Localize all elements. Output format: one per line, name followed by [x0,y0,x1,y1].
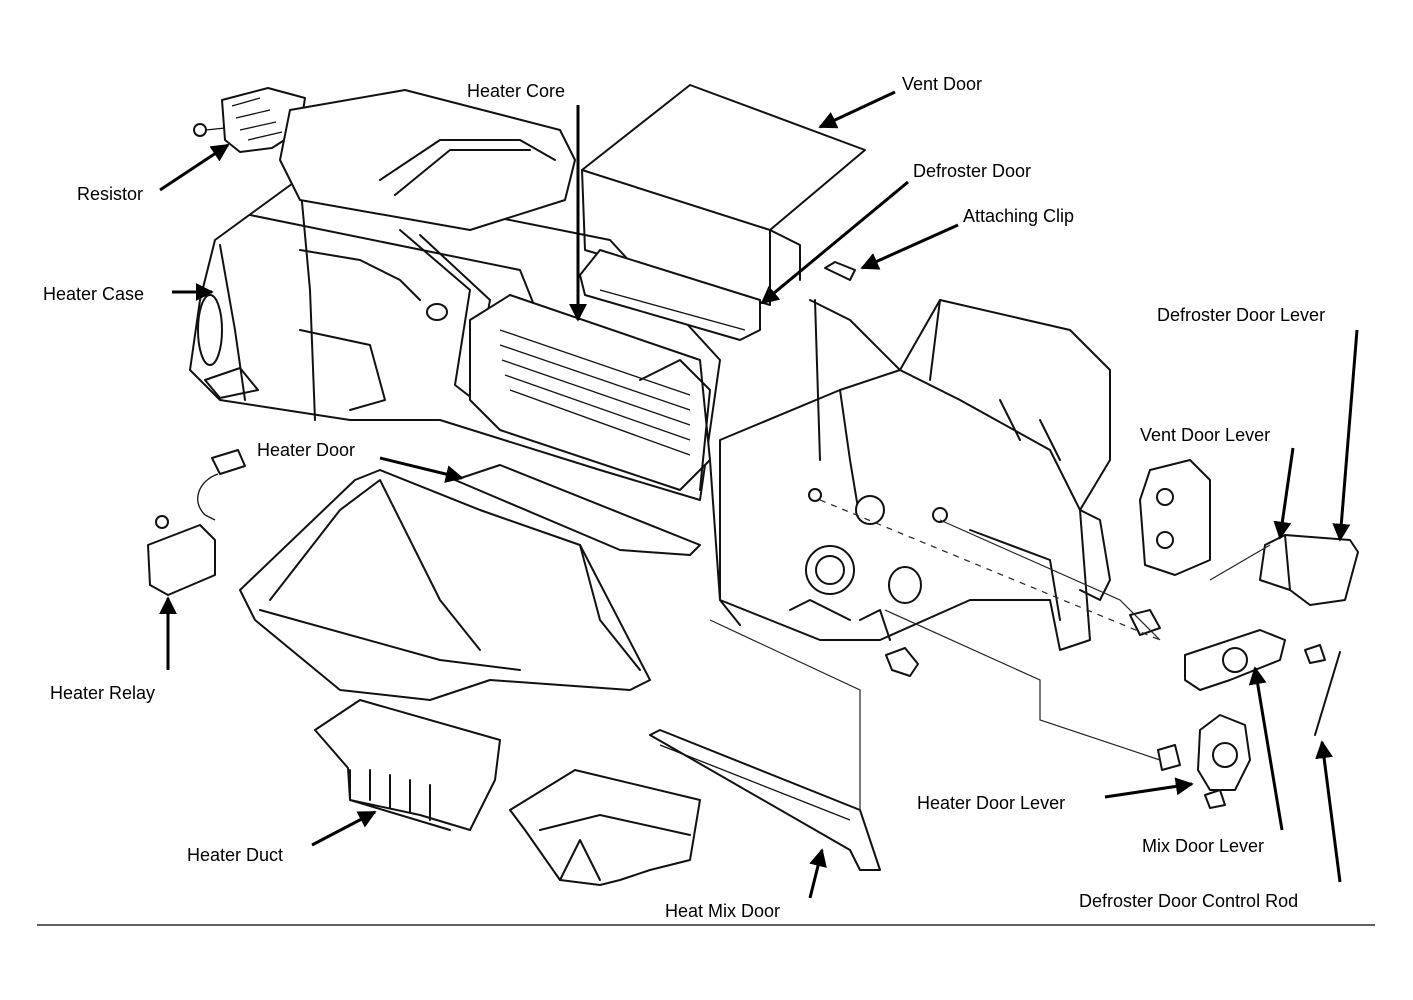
heater-duct-arrow [311,810,377,847]
heat-mix-door-arrow [808,848,827,899]
attaching-clip-part [824,261,856,281]
heater-door-part [454,464,701,556]
heater-door-arrow [379,456,464,483]
heater-door-lever-arrow [1104,777,1194,799]
attaching-clip-arrow [860,223,959,270]
label-vent-door: Vent Door [902,74,982,94]
label-defroster-door-lever: Defroster Door Lever [1157,305,1325,325]
label-attaching-clip: Attaching Clip [963,206,1074,226]
defroster-door-arrow [760,180,909,305]
label-heater-core: Heater Core [467,81,565,101]
defroster-door-lever-arrow [1332,329,1359,542]
label-heater-relay: Heater Relay [50,683,155,703]
defroster-door-part [579,249,761,341]
resistor-arrow [159,143,230,192]
label-heater-door-lever: Heater Door Lever [917,793,1065,813]
label-heater-case: Heater Case [43,284,144,304]
assembly-guides [709,499,1271,810]
vent-door-lever-part [1139,459,1211,576]
label-heat-mix-door: Heat Mix Door [665,901,780,921]
label-vent-door-lever: Vent Door Lever [1140,425,1270,445]
label-heater-duct: Heater Duct [187,845,283,865]
vent-door-lever-arrow [1273,447,1295,540]
labels: Heater Core Vent Door Defroster Door Att… [43,74,1325,921]
heat-mix-door-part [649,729,881,871]
lower-housing-part [239,469,651,701]
defroster-door-control-rod-part [1129,609,1341,736]
label-heater-door: Heater Door [257,440,355,460]
funnel-duct-part [509,769,701,886]
label-defroster-door: Defroster Door [913,161,1031,181]
label-defroster-door-control-rod: Defroster Door Control Rod [1079,891,1298,911]
heater-relay-part [147,449,246,596]
label-mix-door-lever: Mix Door Lever [1142,836,1264,856]
mix-door-lever-arrow [1248,666,1284,831]
vent-door-arrow [818,90,896,129]
heater-duct-part [314,699,501,831]
heater-door-lever-part [1157,714,1251,809]
heater-core-part [469,294,711,491]
defroster-door-lever-part [1259,534,1359,606]
blower-case-part [709,299,1111,677]
leader-arrows [159,90,1359,899]
mix-door-lever-part [1184,629,1286,691]
defroster-door-control-rod-arrow [1315,740,1342,883]
label-resistor: Resistor [77,184,143,204]
